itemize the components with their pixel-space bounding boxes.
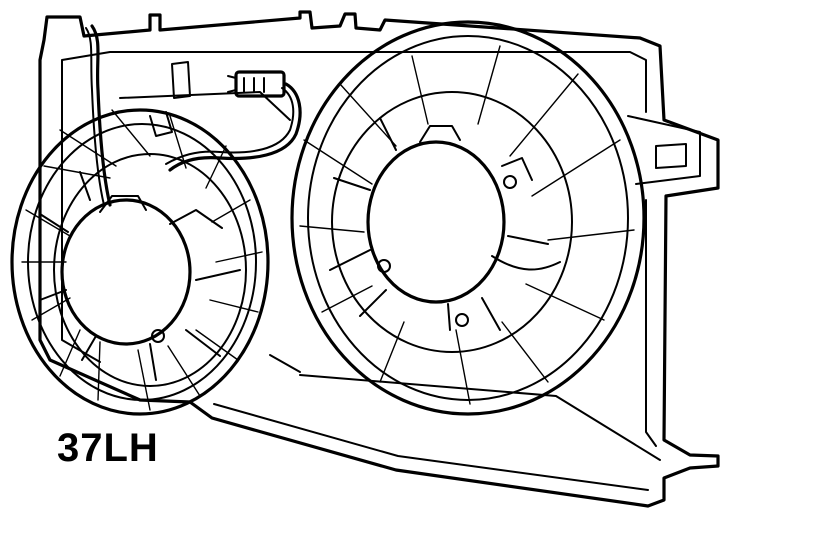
left-fan: [10, 108, 270, 416]
right-fan-motor: [366, 140, 506, 304]
figure-label: 37LH: [57, 426, 159, 470]
wire-harness: [85, 24, 302, 207]
right-fan: [290, 20, 646, 416]
left-fan-motor: [60, 198, 192, 346]
fan-shroud: [38, 10, 720, 508]
